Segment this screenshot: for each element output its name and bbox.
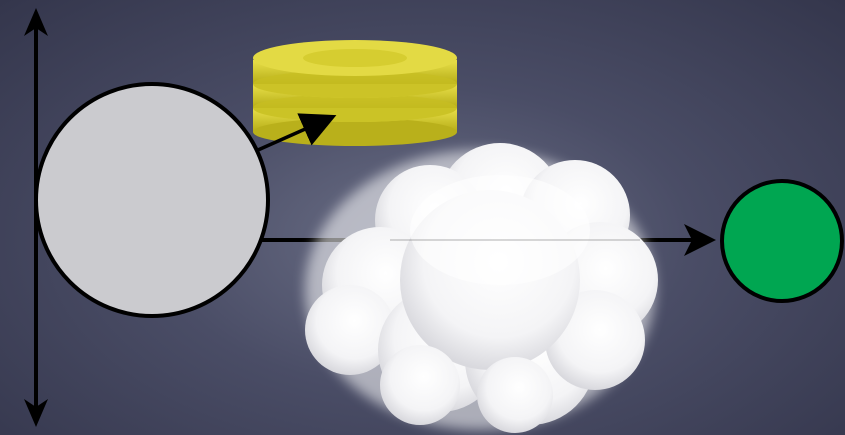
coin-stack — [253, 40, 457, 146]
large-circle — [36, 84, 268, 316]
coin-top — [253, 40, 457, 98]
cloud — [305, 143, 658, 433]
green-circle — [722, 181, 842, 301]
